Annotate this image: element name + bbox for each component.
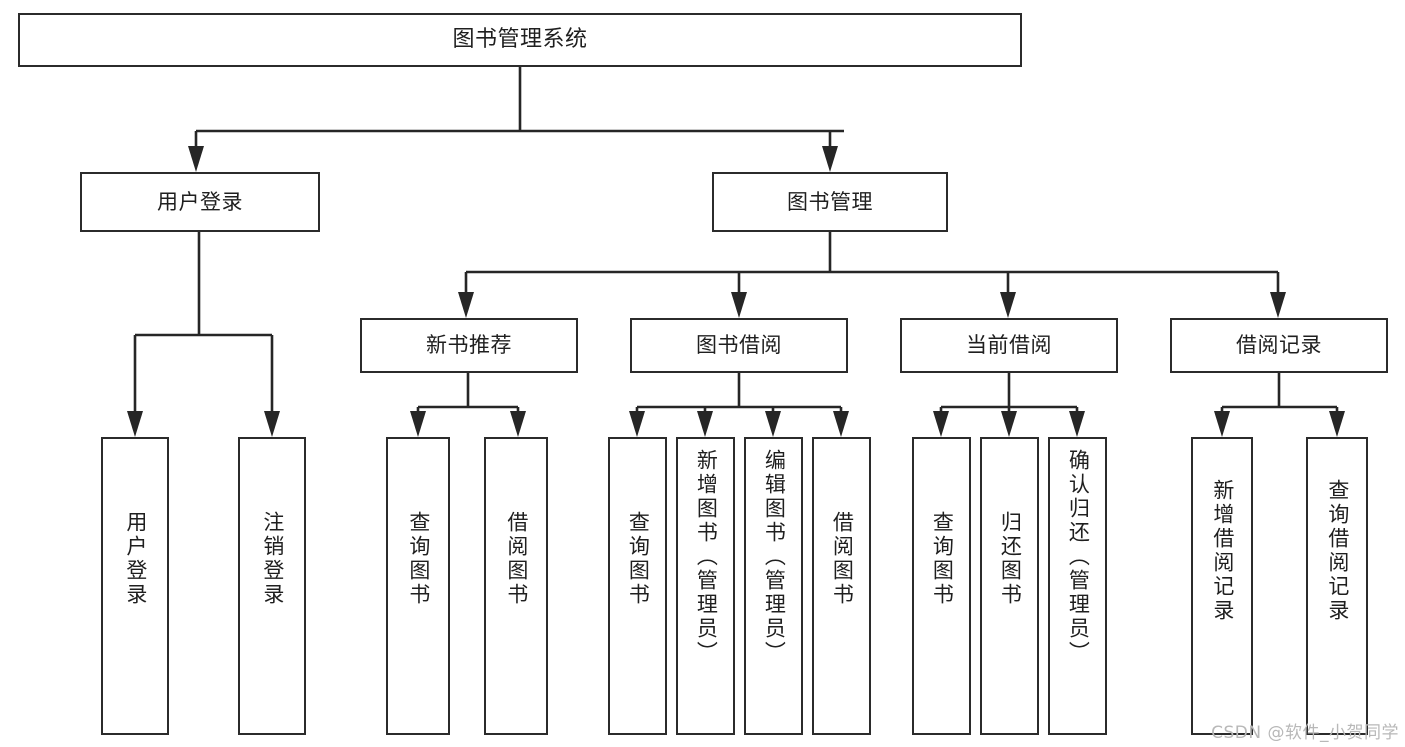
node-user-login[interactable]: 用户登录 [80,172,320,232]
leaf-confirm-return-admin[interactable]: 确认归还（管理员） [1048,437,1107,735]
leaf-borrow-book[interactable]: 借阅图书 [812,437,871,735]
node-label: 当前借阅 [966,333,1052,358]
node-new-book-recommend[interactable]: 新书推荐 [360,318,578,373]
node-book-borrow[interactable]: 图书借阅 [630,318,848,373]
node-label: 查询借阅记录 [1325,479,1350,623]
node-label: 借阅图书 [830,511,855,607]
node-label: 确认归还（管理员） [1066,449,1091,665]
leaf-add-borrow-record[interactable]: 新增借阅记录 [1191,437,1253,735]
node-label: 查询图书 [930,511,955,607]
node-label: 借阅图书 [504,511,529,607]
node-label: 新增图书（管理员） [694,449,719,665]
node-current-borrow[interactable]: 当前借阅 [900,318,1118,373]
node-label: 图书管理 [787,189,873,214]
node-label: 查询图书 [626,511,651,607]
leaf-query-book-current[interactable]: 查询图书 [912,437,971,735]
node-label: 新增借阅记录 [1210,479,1235,623]
node-label: 注销登录 [260,511,285,607]
node-label: 图书借阅 [696,333,782,358]
leaf-return-book[interactable]: 归还图书 [980,437,1039,735]
leaf-borrow-book-recommend[interactable]: 借阅图书 [484,437,548,735]
node-label: 归还图书 [998,511,1023,607]
leaf-query-borrow-record[interactable]: 查询借阅记录 [1306,437,1368,735]
leaf-logout[interactable]: 注销登录 [238,437,306,735]
node-label: 图书管理系统 [452,27,588,53]
node-borrow-record[interactable]: 借阅记录 [1170,318,1388,373]
leaf-add-book-admin[interactable]: 新增图书（管理员） [676,437,735,735]
leaf-user-login[interactable]: 用户登录 [101,437,169,735]
leaf-query-book-borrow[interactable]: 查询图书 [608,437,667,735]
node-label: 编辑图书（管理员） [762,449,787,665]
leaf-edit-book-admin[interactable]: 编辑图书（管理员） [744,437,803,735]
node-root-system[interactable]: 图书管理系统 [18,13,1022,67]
node-label: 借阅记录 [1236,333,1322,358]
node-label: 查询图书 [406,511,431,607]
watermark-text: CSDN @软件_小贺同学 [1211,723,1399,743]
node-label: 用户登录 [123,511,148,607]
node-book-management[interactable]: 图书管理 [712,172,948,232]
node-label: 新书推荐 [426,333,512,358]
leaf-query-book-recommend[interactable]: 查询图书 [386,437,450,735]
node-label: 用户登录 [157,189,243,214]
